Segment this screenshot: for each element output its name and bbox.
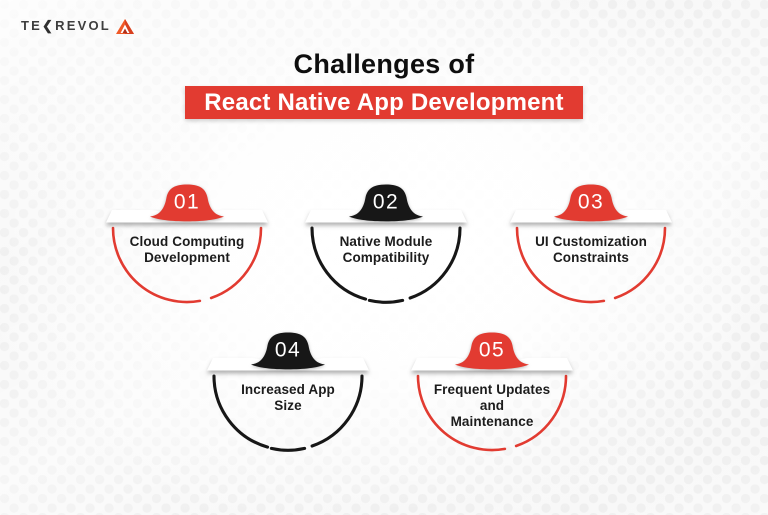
challenge-item-5: 05 Frequent Updates and Maintenance [411, 328, 573, 460]
challenge-item-3: 03 UI Customization Constraints [510, 180, 672, 312]
label-line: Maintenance [450, 414, 534, 429]
label-line: Cloud Computing [129, 234, 245, 249]
challenge-label: Frequent Updates and Maintenance [411, 382, 573, 430]
challenge-label: Cloud Computing Development [106, 234, 268, 266]
number-badge [251, 332, 325, 370]
badge-number: 05 [479, 339, 505, 362]
challenge-item-4: 04 Increased App Size [207, 328, 369, 460]
label-line: Increased App [241, 382, 335, 397]
number-badge [455, 332, 529, 370]
badge-number: 04 [275, 339, 301, 362]
tekrevol-triangle-icon [115, 18, 134, 34]
challenge-label: Increased App Size [207, 382, 369, 414]
label-line: Frequent Updates [433, 382, 551, 397]
arc-right [408, 226, 462, 300]
arc-right [613, 226, 667, 300]
arc-left [111, 226, 202, 304]
badge-number: 02 [373, 191, 399, 214]
logo-text-pre: TE [21, 18, 43, 33]
label-line: Development [144, 250, 230, 265]
challenge-label: Native Module Compatibility [305, 234, 467, 266]
label-line: Size [274, 398, 302, 413]
ribbon-bar [305, 210, 467, 223]
title-banner: React Native App Development [185, 86, 583, 119]
logo-text-post: REVOL [55, 18, 111, 33]
ribbon-bar [411, 358, 573, 371]
arc-right [310, 374, 364, 448]
number-badge [349, 184, 423, 222]
label-line: Compatibility [342, 250, 430, 265]
label-line: and [479, 398, 505, 413]
arc-right [209, 226, 263, 300]
logo-wordmark: TE❮REVOL [21, 18, 111, 34]
arc-bottom [269, 446, 307, 452]
challenge-item-2: 02 Native Module Compatibility [305, 180, 467, 312]
arc-left [416, 374, 507, 452]
tekrevol-logo: TE❮REVOL [21, 18, 134, 34]
arc-right [514, 374, 568, 448]
challenge-label: UI Customization Constraints [510, 234, 672, 266]
page-title: Challenges of [293, 49, 475, 79]
challenge-item-1: 01 Cloud Computing Development [106, 180, 268, 312]
badge-number: 03 [578, 191, 604, 214]
arc-left [212, 374, 270, 449]
ribbon-bar [510, 210, 672, 223]
ribbon-bar [207, 358, 369, 371]
label-line: UI Customization [535, 234, 647, 249]
arc-left [310, 226, 368, 301]
badge-number: 01 [174, 191, 200, 214]
ribbon-bar [106, 210, 268, 223]
label-line: Native Module [339, 234, 433, 249]
arc-left [515, 226, 606, 304]
number-badge [150, 184, 224, 222]
number-badge [554, 184, 628, 222]
logo-k-glyph: ❮ [42, 18, 56, 33]
arc-bottom [367, 298, 405, 304]
label-line: Constraints [552, 250, 630, 265]
